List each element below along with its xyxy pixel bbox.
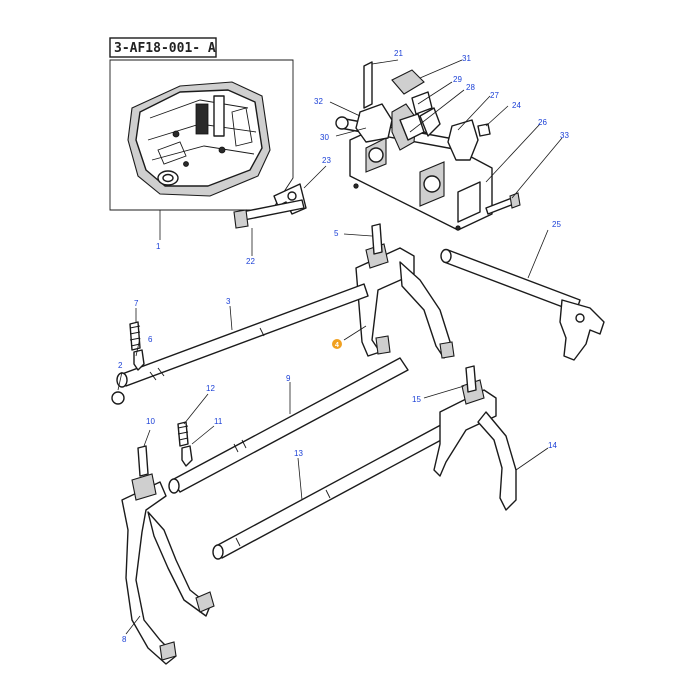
callout-5: 5 <box>334 229 339 238</box>
callout-8: 8 <box>122 635 127 644</box>
leader-lines <box>117 59 563 635</box>
plate-and-bolt <box>233 183 307 229</box>
callout-26: 26 <box>538 118 547 127</box>
callout-24: 24 <box>512 101 521 110</box>
highlight-dot <box>332 339 342 349</box>
callout-13: 13 <box>294 449 303 458</box>
callout-22: 22 <box>246 257 255 266</box>
callout-11: 11 <box>214 417 223 426</box>
callout-9: 9 <box>286 374 291 383</box>
reference-code-label: 3-AF18-001- A <box>109 37 217 58</box>
spring-and-pin-upper <box>129 321 145 371</box>
callout-6: 6 <box>148 335 153 344</box>
callout-25: 25 <box>552 220 561 229</box>
callout-28: 28 <box>466 83 475 92</box>
callout-32: 32 <box>314 97 323 106</box>
callout-1: 1 <box>156 242 161 251</box>
callout-33: 33 <box>560 131 569 140</box>
callout-21: 21 <box>394 49 403 58</box>
shift-fork-14 <box>433 365 517 511</box>
bolt-33 <box>485 192 521 215</box>
callout-23: 23 <box>322 156 331 165</box>
spring-and-pin-lower <box>177 421 193 467</box>
callout-4-highlight: 4 <box>332 339 342 349</box>
callout-14: 14 <box>548 441 557 450</box>
gearbox-housing-illustration <box>127 81 271 197</box>
callout-2: 2 <box>118 361 123 370</box>
callout-numbers: 21 31 29 28 27 24 32 30 26 33 23 22 25 5… <box>118 49 569 644</box>
callout-31: 31 <box>462 54 471 63</box>
callout-27: 27 <box>490 91 499 100</box>
shift-fork-8 <box>121 445 215 665</box>
selector-rod-assembly <box>335 61 491 161</box>
shift-fork-4 <box>355 223 455 359</box>
callout-3: 3 <box>226 297 231 306</box>
shift-rod-3 <box>111 283 369 405</box>
callout-7: 7 <box>134 299 139 308</box>
gearbox-inset: 1 <box>109 59 294 251</box>
callout-4: 4 <box>335 342 339 349</box>
selector-bracket <box>349 117 493 231</box>
callout-10: 10 <box>146 417 155 426</box>
callout-15: 15 <box>412 395 421 404</box>
callout-29: 29 <box>453 75 462 84</box>
callout-12: 12 <box>206 384 215 393</box>
rod-25 <box>440 248 605 361</box>
reference-code-text: 3-AF18-001- A <box>114 41 216 56</box>
shift-rod-9 <box>168 357 409 494</box>
callout-30: 30 <box>320 133 329 142</box>
